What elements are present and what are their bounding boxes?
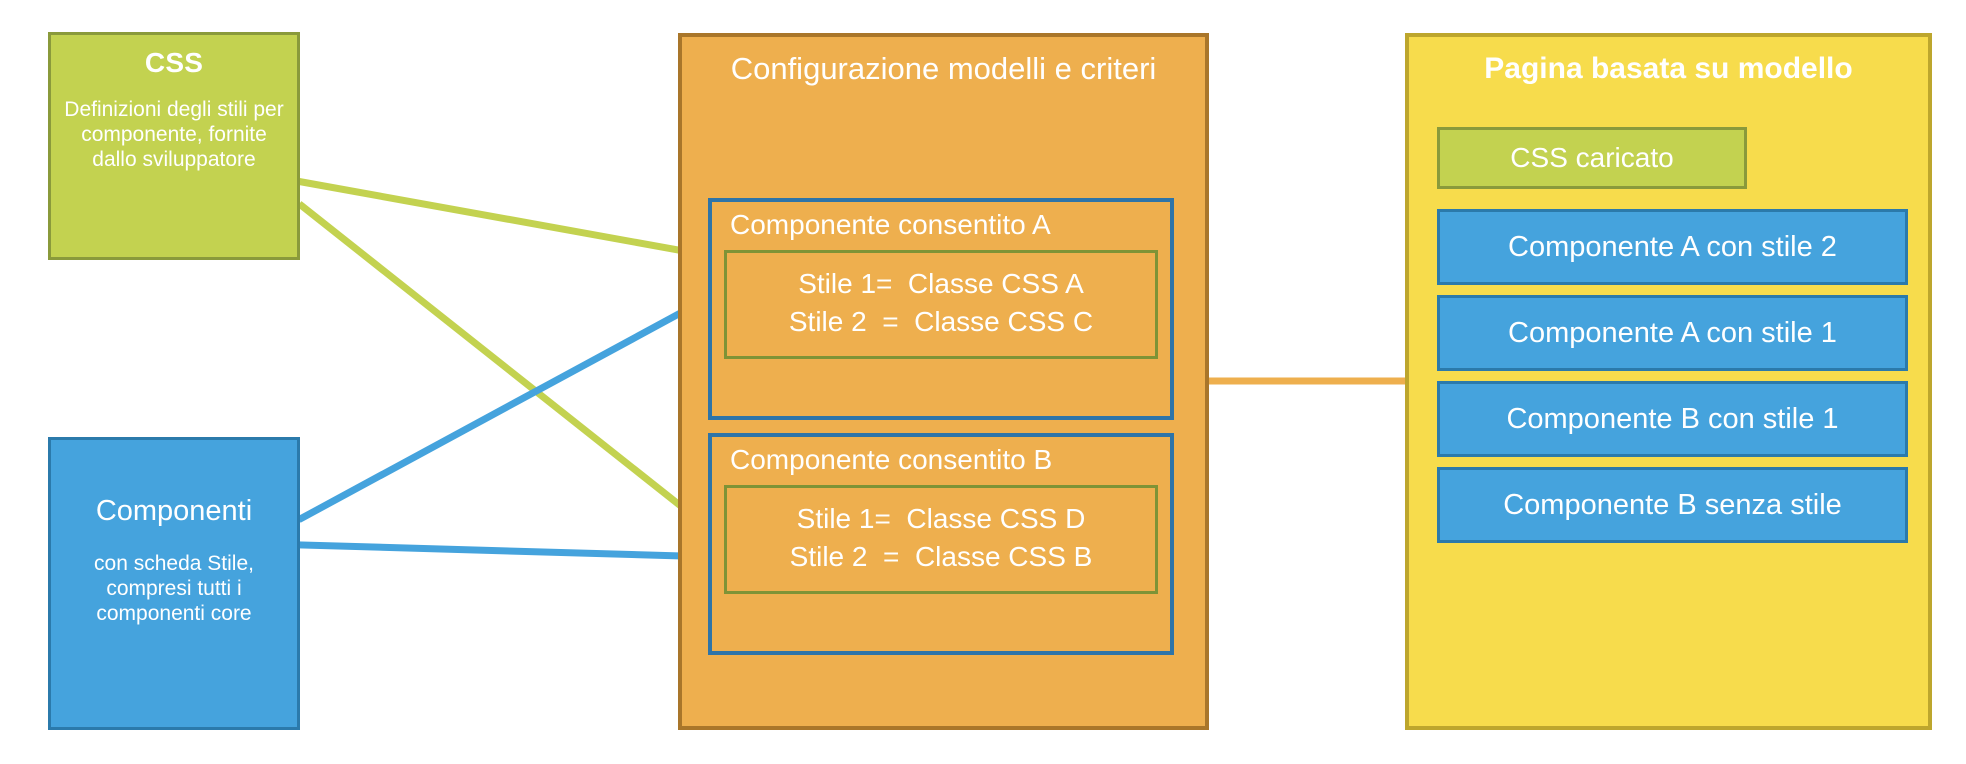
rendered-component-label: Componente A con stile 1 [1508,316,1837,349]
config-panel-title: Configurazione modelli e criteri [730,51,1157,86]
componenti-box-title: Componenti [95,495,253,527]
style-mapping-a-line-2: Stile 2 = Classe CSS C [788,306,1094,338]
style-mapping-box-b: Stile 1= Classe CSS D Stile 2 = Classe C… [724,484,1158,595]
allowed-component-group-a: Componente consentito A Stile 1= Classe … [708,198,1174,420]
componenti-box: Componenti con scheda Stile, compresi tu… [48,437,300,730]
page-panel-title: Pagina basata su modello [1484,52,1853,85]
connector-componenti-to-group-a [297,292,715,523]
rendered-component-label: Componente A con stile 2 [1508,230,1837,263]
style-mapping-box-a: Stile 1= Classe CSS A Stile 2 = Classe C… [724,249,1158,360]
configurazione-modelli-panel: Configurazione modelli e criteri Compone… [678,33,1209,730]
list-item: Componente B con stile 1 [1437,381,1908,457]
rendered-component-label: Componente B senza stile [1503,488,1842,521]
list-item: Componente A con stile 1 [1437,295,1908,371]
style-mapping-b-line-2: Stile 2 = Classe CSS B [789,541,1093,573]
componenti-box-description: con scheda Stile, compresi tutti i compo… [94,551,254,626]
css-box-description: Definizioni degli stili per componente, … [64,98,284,171]
css-caricato-box: CSS caricato [1437,127,1747,189]
allowed-component-a-title: Componente consentito A [730,209,1051,240]
css-caricato-label: CSS caricato [1510,142,1674,173]
list-item: Componente A con stile 2 [1437,209,1908,285]
style-mapping-a-line-1: Stile 1= Classe CSS A [798,267,1084,299]
allowed-component-b-title: Componente consentito B [730,444,1053,475]
pagina-basata-su-modello-panel: Pagina basata su modello CSS caricato Co… [1405,33,1932,730]
css-box-title: CSS [144,47,204,78]
rendered-component-list: Componente A con stile 2 Componente A co… [1437,209,1908,543]
connector-css-to-group-a [297,177,733,264]
rendered-component-label: Componente B con stile 1 [1506,402,1839,435]
connector-componenti-to-group-b [298,541,722,561]
css-definitions-box: CSS Definizioni degli stili per componen… [48,32,300,260]
style-mapping-b-line-1: Stile 1= Classe CSS D [796,502,1086,534]
connector-css-to-group-b [297,201,735,550]
allowed-component-group-b: Componente consentito B Stile 1= Classe … [708,433,1174,655]
list-item: Componente B senza stile [1437,467,1908,543]
